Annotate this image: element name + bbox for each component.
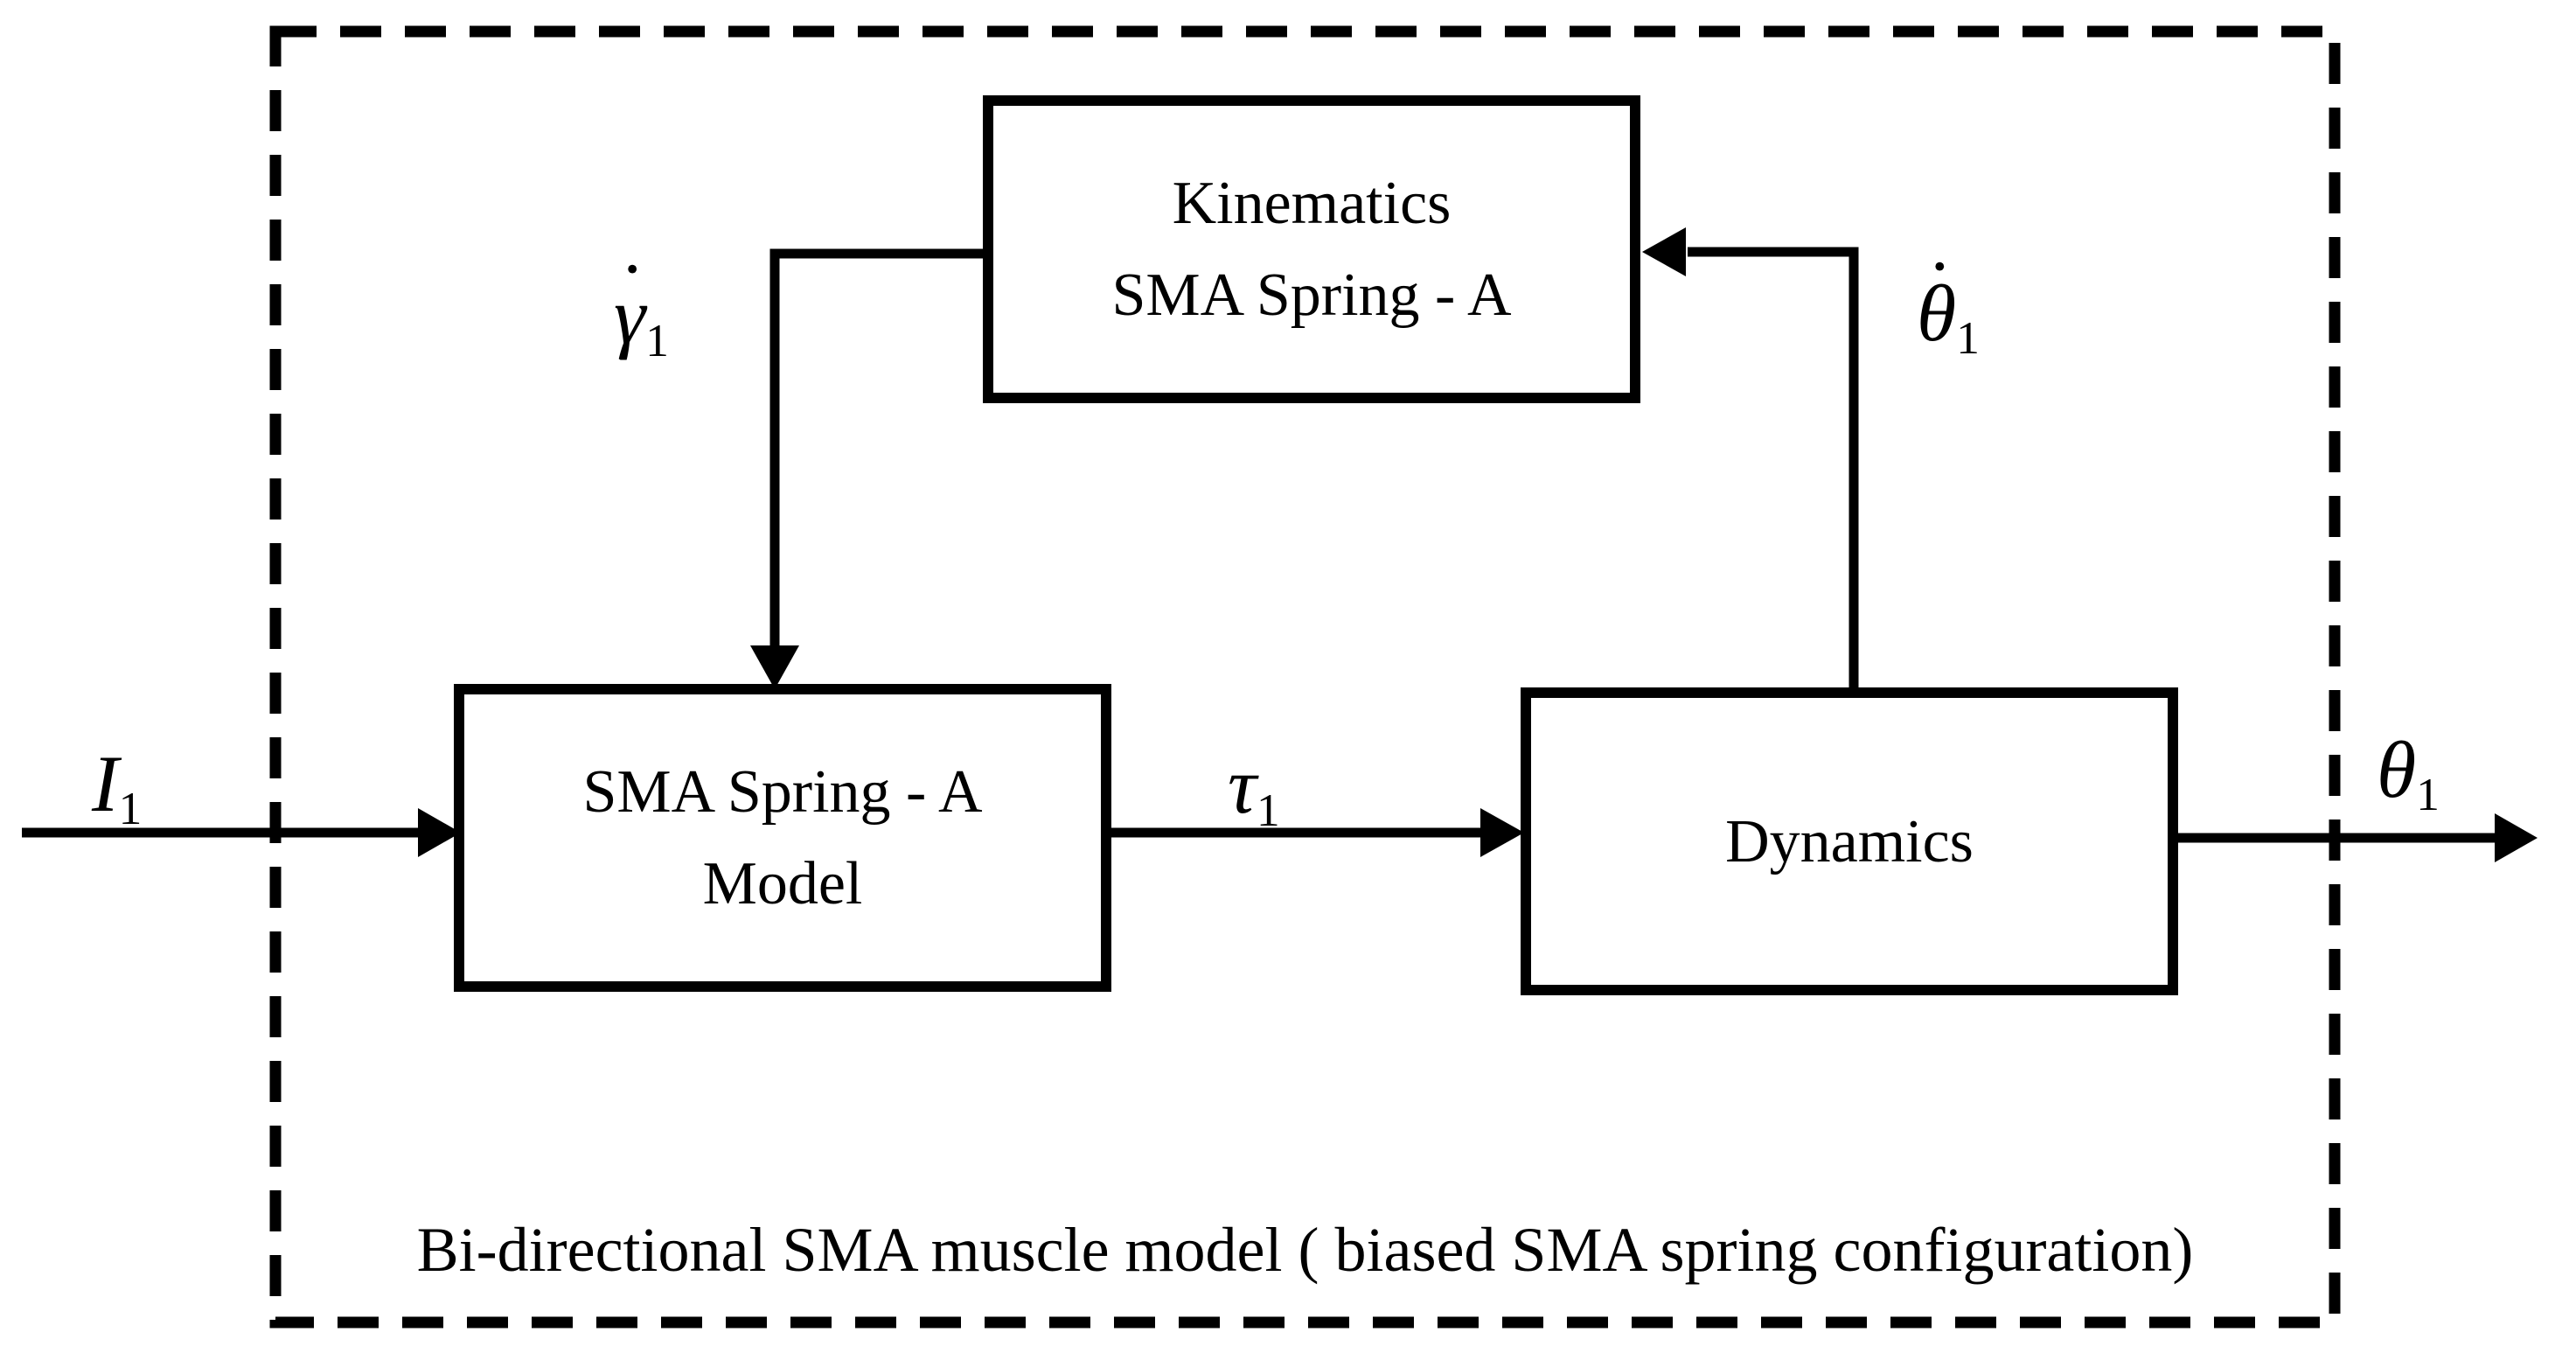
outer-dashed-border xyxy=(269,25,2341,1329)
dynamics-label-line1: Dynamics xyxy=(1725,807,1974,875)
sma-spring-model-block: SMA Spring - A Model xyxy=(454,684,1111,992)
kinematics-label-line1: Kinematics xyxy=(1172,170,1452,237)
input-arrowhead xyxy=(418,808,461,857)
gamma-feedforward-line xyxy=(769,248,988,647)
gamma-feedforward-arrowhead xyxy=(750,645,799,689)
kinematics-label-line2: SMA Spring - A xyxy=(1111,262,1512,329)
theta-feedback-line xyxy=(1688,247,1859,687)
dynamics-block: Dynamics xyxy=(1521,687,2178,995)
angular-velocity-label: ˙θ1 xyxy=(1917,244,1980,364)
torque-arrowhead xyxy=(1480,808,1524,857)
derivative-dot: ˙ xyxy=(618,247,646,337)
output-arrowhead xyxy=(2495,813,2538,862)
derivative-dot: ˙ xyxy=(1925,244,1953,334)
joint-angle-label: θ1 xyxy=(2377,725,2440,820)
sma-model-label-line2: Model xyxy=(702,850,863,917)
sma-model-label-line1: SMA Spring - A xyxy=(582,758,983,826)
kinematics-block: Kinematics SMA Spring - A xyxy=(983,95,1640,403)
input-current-label: I1 xyxy=(92,739,143,834)
theta-feedback-arrowhead xyxy=(1642,227,1686,276)
torque-label: τ1 xyxy=(1228,741,1280,836)
diagram-caption: Bi-directional SMA muscle model ( biased… xyxy=(416,1215,2194,1285)
strain-rate-label: ˙γ1 xyxy=(614,247,669,366)
